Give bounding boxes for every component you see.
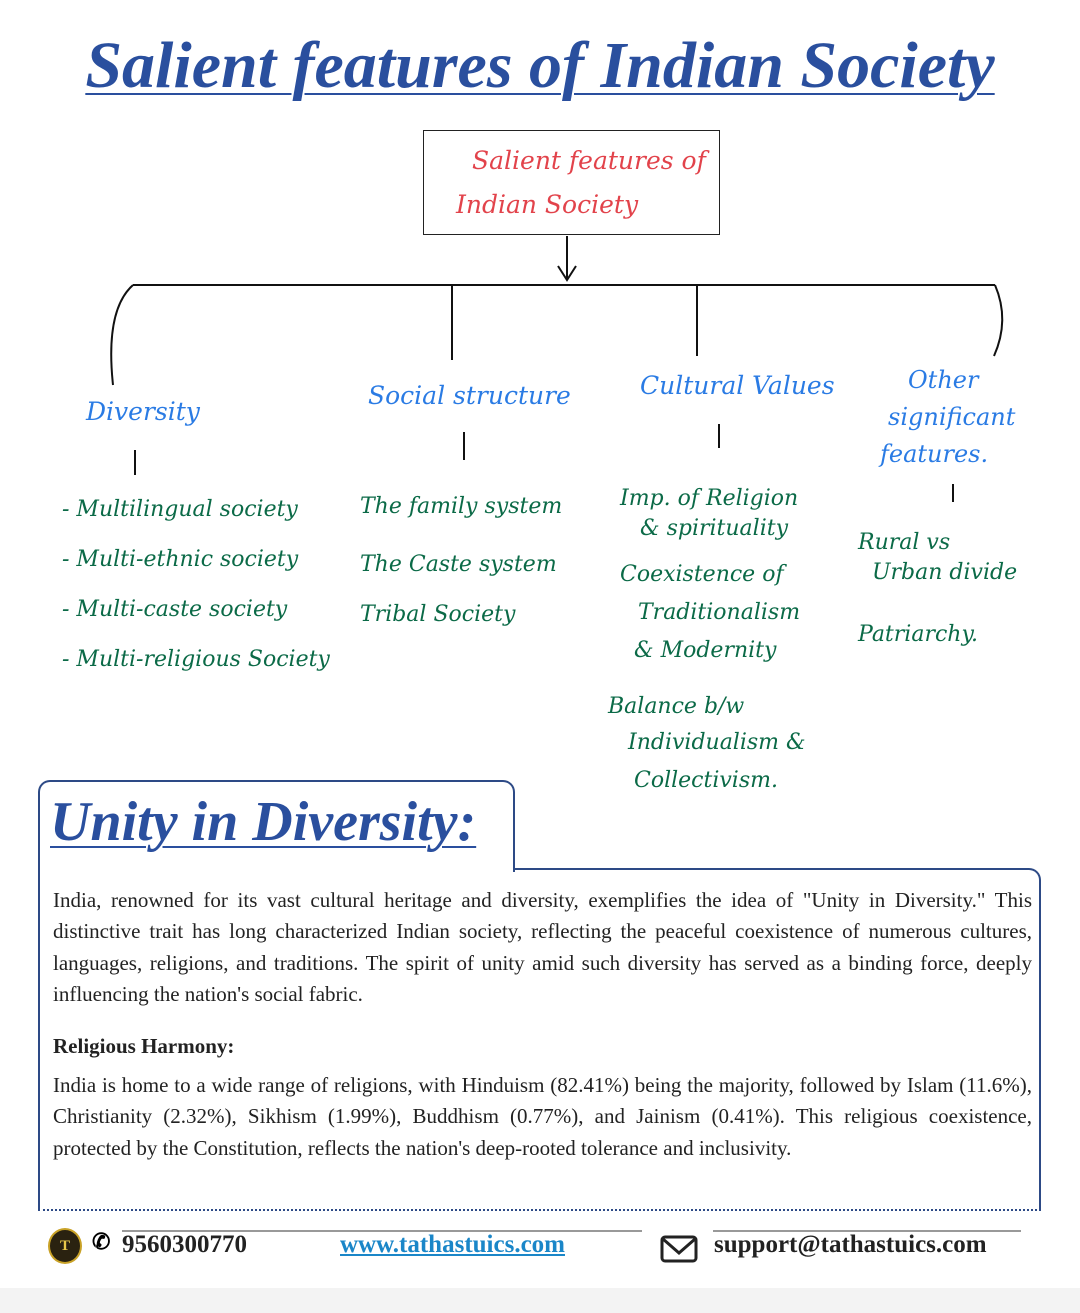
page-title: Salient features of Indian Society (85, 29, 995, 102)
logo-icon: T (48, 1228, 82, 1264)
unity-section-box (38, 868, 1041, 1211)
religion-paragraph: India is home to a wide range of religio… (53, 1073, 1032, 1160)
heading-line: Other (908, 366, 979, 394)
list-item: & Modernity (634, 638, 777, 663)
list-item: Balance b/w (608, 694, 745, 719)
list-item: The Caste system (360, 552, 557, 577)
subheading-religious-harmony: Religious Harmony: (53, 1034, 235, 1058)
list-item: & spirituality (640, 516, 789, 541)
heading-line: significant (888, 403, 1016, 431)
branch-diversity (110, 284, 134, 386)
heading-cultural-values: Cultural Values (640, 371, 835, 400)
list-item: Collectivism. (634, 768, 778, 793)
list-item: - Multi-caste society (62, 597, 288, 622)
heading-diversity: Diversity (86, 397, 200, 426)
root-line-1: Salient features of (472, 146, 706, 175)
footer: T ✆ 9560300770 www.tathastuics.com suppo… (0, 1225, 1080, 1275)
list-diversity: - Multilingual society - Multi-ethnic so… (62, 495, 330, 675)
list-item: The family system (360, 494, 563, 519)
divider (713, 1230, 1021, 1232)
list-item: Urban divide (872, 560, 1018, 585)
list-item: Patriarchy. (858, 622, 978, 647)
section-title: Unity in Diversity: (50, 791, 477, 853)
root-line-2: Indian Society (456, 190, 639, 219)
list-item: Imp. of Religion (620, 486, 799, 511)
list-item: - Multilingual society (62, 497, 298, 522)
list-item: Individualism & (628, 730, 806, 755)
mail-icon (660, 1235, 698, 1263)
list-item: Tribal Society (360, 602, 516, 627)
bottom-strip (0, 1288, 1080, 1313)
branch-other (993, 284, 1004, 357)
list-social-structure: The family system The Caste system Triba… (360, 492, 562, 630)
root-node: Salient features of Indian Society (423, 130, 720, 235)
list-item: Coexistence of (620, 562, 784, 587)
list-item: Rural vs (858, 530, 951, 555)
unity-title-tab: Unity in Diversity: (38, 780, 515, 872)
diagram-connectors (110, 236, 1004, 502)
divider (122, 1230, 642, 1232)
phone-number[interactable]: 9560300770 (122, 1231, 247, 1258)
heading-line: features. (880, 440, 989, 468)
email-address[interactable]: support@tathastuics.com (714, 1231, 987, 1258)
heading-other-features: Other significant features. (880, 362, 1015, 473)
phone-icon: ✆ (92, 1229, 111, 1254)
list-item: - Multi-ethnic society (62, 547, 299, 572)
website-link[interactable]: www.tathastuics.com (340, 1231, 565, 1258)
list-item: Traditionalism (638, 600, 801, 625)
heading-social-structure: Social structure (368, 381, 571, 410)
arrow-head-icon (557, 265, 577, 282)
list-item: - Multi-religious Society (62, 647, 330, 672)
list-cultural-values: Imp. of Religion & spirituality Coexiste… (608, 484, 806, 796)
intro-paragraph: India, renowned for its vast cultural he… (53, 888, 1032, 1006)
list-other-features: Rural vs Urban divide Patriarchy. (858, 528, 1017, 650)
